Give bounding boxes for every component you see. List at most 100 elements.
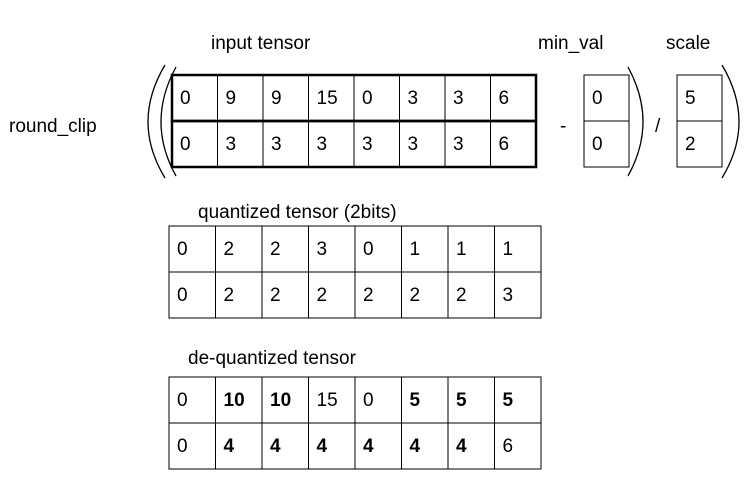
- scale-cell-value: 2: [685, 134, 696, 155]
- dequantized-tensor-cell-value: 15: [317, 390, 338, 411]
- input-tensor-cell-value: 9: [271, 88, 282, 109]
- input-tensor-cell-box: [171, 120, 218, 168]
- input-tensor-cell-box: [308, 74, 355, 122]
- input-tensor-cell-box: [353, 120, 400, 168]
- dequantized-tensor-cell-box: [494, 376, 542, 424]
- dequantized-tensor-cell-value: 10: [224, 390, 245, 411]
- dequantized-tensor-cell-box: [215, 376, 263, 424]
- divide-operator: /: [655, 116, 661, 137]
- dequantized-tensor-cell-box: [447, 422, 495, 470]
- dequantized-tensor-cell-value: 0: [363, 390, 374, 411]
- quantized-tensor-cell-box: [447, 271, 495, 319]
- quantized-tensor-cell-box: [401, 225, 449, 273]
- dequantized-tensor-cell-value: 6: [503, 436, 514, 457]
- quantized-tensor-cell-box: [447, 225, 495, 273]
- quantized-tensor-cell-box: [261, 271, 309, 319]
- min-val-cell-value: 0: [592, 134, 603, 155]
- quantized-tensor-cell-box: [215, 225, 263, 273]
- dequantized-tensor-cell-box: [494, 422, 542, 470]
- quantized-tensor-cell-box: [354, 225, 402, 273]
- quantized-tensor-cell-value: 2: [270, 285, 281, 306]
- dequantized-tensor-cell-box: [215, 422, 263, 470]
- input-tensor-cell-box: [490, 74, 537, 122]
- input-tensor-cell-box: [399, 74, 446, 122]
- dequantized-tensor-cell-value: 4: [270, 436, 281, 457]
- dequantized-tensor-cell-value: 4: [456, 436, 467, 457]
- input-tensor-cell-value: 3: [271, 134, 282, 155]
- input-tensor-cell-value: 3: [362, 134, 373, 155]
- quantized-tensor-cell-box: [308, 271, 356, 319]
- dequantized-tensor-cell-box: [447, 376, 495, 424]
- input-tensor-cell-box: [217, 74, 264, 122]
- quantized-tensor-cell-value: 2: [224, 285, 235, 306]
- quantized-tensor-cell-box: [168, 225, 216, 273]
- dequantized-tensor-cell-value: 4: [224, 436, 235, 457]
- dequantized-tensor-cell-box: [261, 422, 309, 470]
- input-tensor-cell-box: [262, 120, 309, 168]
- minus-operator: -: [560, 116, 566, 137]
- quantized-tensor-cell-value: 2: [410, 285, 421, 306]
- input-tensor-cell-value: 3: [408, 134, 419, 155]
- input-tensor-cell-value: 15: [317, 88, 338, 109]
- dequantized-tensor-cell-box: [401, 376, 449, 424]
- quantized-tensor-cell-value: 1: [456, 239, 467, 260]
- dequantized-tensor-cell-box: [308, 422, 356, 470]
- dequantized-tensor-cell-value: 0: [177, 390, 188, 411]
- inner-left-paren: [160, 66, 177, 177]
- quantized-tensor-cell-box: [401, 271, 449, 319]
- quantized-tensor-cell-value: 2: [317, 285, 328, 306]
- min-val-cell-box: [583, 74, 630, 122]
- input-tensor-cell-box: [308, 120, 355, 168]
- quantized-tensor-cell-box: [494, 271, 542, 319]
- min-val-cell-value: 0: [592, 88, 603, 109]
- dequantized-tensor-title: de-quantized tensor: [188, 348, 357, 369]
- quantized-tensor-cell-value: 2: [224, 239, 235, 260]
- scale-cell-value: 5: [685, 88, 696, 109]
- dequantized-tensor-cell-value: 4: [317, 436, 328, 457]
- quantized-tensor-cell-value: 1: [503, 239, 514, 260]
- dequantized-tensor-cell-value: 0: [177, 436, 188, 457]
- input-tensor-cell-box: [353, 74, 400, 122]
- input-tensor-cell-value: 6: [499, 88, 510, 109]
- quantized-tensor-cell-box: [354, 271, 402, 319]
- dequantized-tensor-cell-box: [168, 376, 216, 424]
- input-tensor-cell-value: 0: [180, 134, 191, 155]
- input-tensor-cell-box: [490, 120, 537, 168]
- dequantized-tensor-cell-value: 5: [456, 390, 467, 411]
- dequantized-tensor-cell-value: 4: [410, 436, 421, 457]
- input-tensor-cell-value: 6: [499, 134, 510, 155]
- input-tensor-cell-value: 9: [226, 88, 237, 109]
- dequantized-tensor-cell-box: [354, 376, 402, 424]
- dequantized-tensor-cell-value: 5: [503, 390, 514, 411]
- input-tensor-cell-value: 0: [362, 88, 373, 109]
- dequantized-tensor-cell-box: [354, 422, 402, 470]
- dequantized-tensor-cell-box: [401, 422, 449, 470]
- input-tensor-cell-value: 0: [180, 88, 191, 109]
- input-tensor-cell-box: [399, 120, 446, 168]
- min-val-title: min_val: [538, 33, 603, 54]
- input-tensor-cell-box: [262, 74, 309, 122]
- scale-grid: 52: [676, 74, 723, 168]
- input-tensor-cell-value: 3: [226, 134, 237, 155]
- scale-title: scale: [666, 33, 710, 54]
- dequantized-tensor-cell-value: 5: [410, 390, 421, 411]
- input-tensor-cell-box: [171, 74, 218, 122]
- input-tensor-title: input tensor: [211, 33, 311, 54]
- quantized-tensor-cell-value: 2: [363, 285, 374, 306]
- input-tensor-cell-box: [217, 120, 264, 168]
- min-val-grid: 00: [583, 74, 630, 168]
- quantized-tensor-cell-box: [308, 225, 356, 273]
- quantized-tensor-cell-value: 1: [410, 239, 421, 260]
- input-tensor-cell-value: 3: [317, 134, 328, 155]
- quantized-tensor-cell-value: 2: [456, 285, 467, 306]
- quantized-tensor-title: quantized tensor (2bits): [198, 202, 397, 223]
- outer-right-paren: [721, 64, 740, 179]
- outer-left-paren: [147, 64, 166, 179]
- input-tensor-cell-value: 3: [453, 134, 464, 155]
- dequantized-tensor-cell-box: [168, 422, 216, 470]
- inner-right-paren: [627, 66, 644, 177]
